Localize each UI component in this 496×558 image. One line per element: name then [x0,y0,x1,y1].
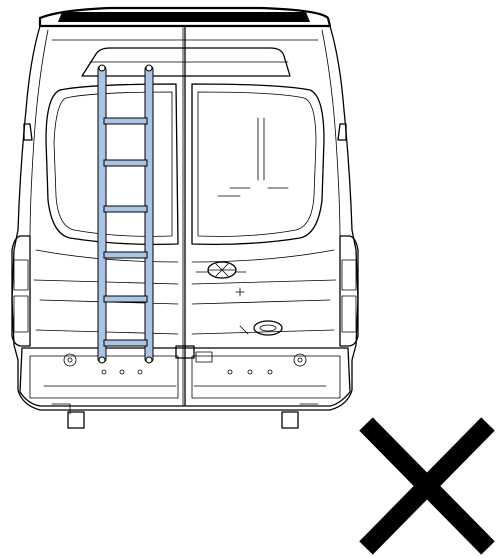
cross-mark-icon [359,417,495,555]
ladder-rung [103,205,148,213]
ladder-mount [98,64,106,72]
ladder-mount [98,356,106,364]
roof-brake-light [58,12,310,22]
ladder-rail-right [144,65,154,363]
left-step [67,411,85,429]
ladder-rung [103,295,148,303]
rear-ladder [97,64,154,364]
ladder-rung [103,339,148,347]
left-rear-window [45,83,179,246]
ladder-rung [103,251,148,259]
ladder-rung [103,117,148,125]
van-body [11,6,359,429]
ladder-mount [145,64,153,72]
right-tail-light [339,235,359,347]
rear-bumper [19,345,351,407]
door-handle [253,320,283,336]
ladder-mount [145,356,153,364]
left-tail-light [11,235,31,347]
upper-frame [81,47,291,77]
right-step [281,411,299,429]
ladder-rung [103,159,148,167]
brand-badge [195,261,247,279]
roof-spoiler [38,6,332,28]
ladder-rail-left [97,65,107,363]
right-rear-window [191,83,325,246]
